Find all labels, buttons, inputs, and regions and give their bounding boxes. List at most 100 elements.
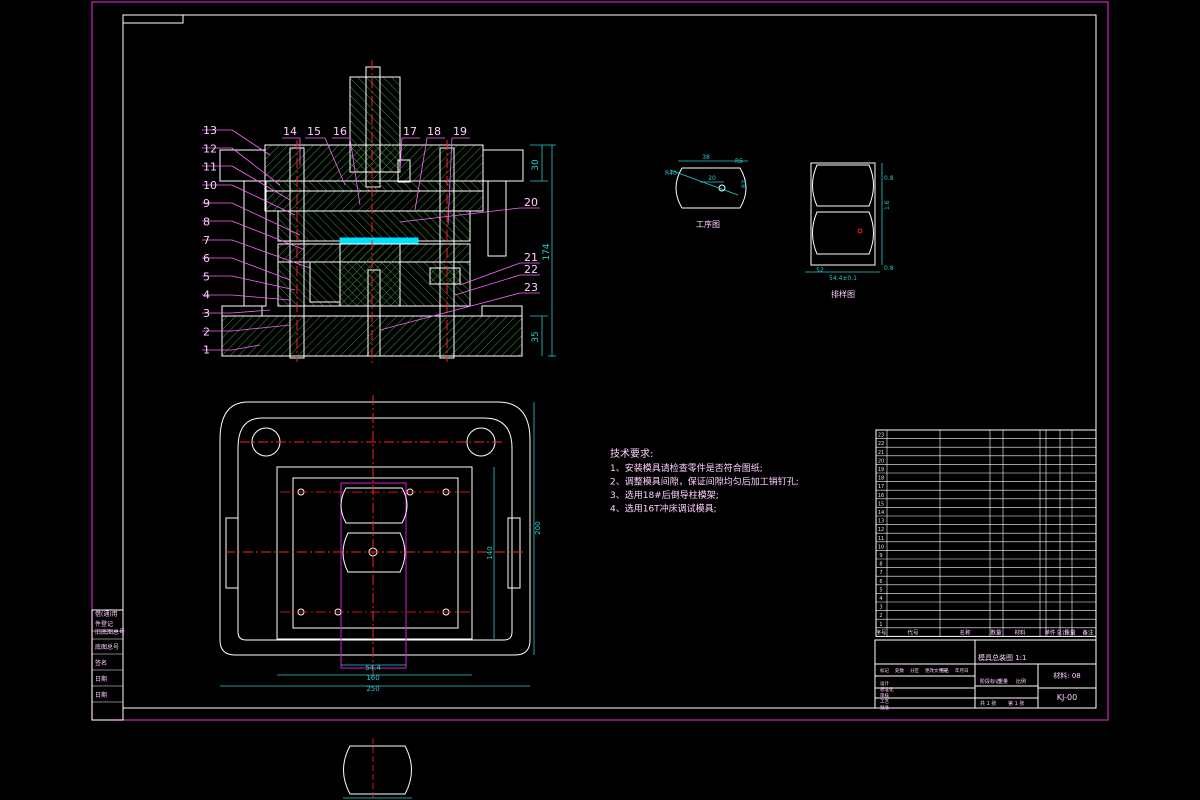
part-number-label: 4 (203, 289, 210, 302)
bom-row-number: 1 (879, 622, 882, 628)
title-row-label: 分区 (910, 667, 919, 674)
dim-label: 52 (816, 267, 824, 274)
bom-header-cell: 数量 (990, 628, 1002, 636)
part-number-label: 5 (203, 270, 210, 283)
dim-label: 160 (366, 674, 379, 682)
part-number-label: 16 (333, 125, 347, 138)
part-number-label: 23 (524, 281, 538, 294)
tech-item: 3、选用18#后倒导柱模架; (610, 489, 719, 501)
part-number-label: 20 (524, 196, 538, 209)
part-number-label: 22 (524, 263, 538, 276)
side-table-label: 底图总号 (95, 643, 119, 651)
bom-header-cell: 代号 (907, 628, 919, 636)
tech-item: 2、调整模具间隙，保证间隙均匀后加工销钉孔; (610, 476, 799, 488)
code-box (122, 14, 184, 24)
leaders-right (379, 207, 540, 331)
title-stage: 比例 (1016, 678, 1026, 685)
side-table-label: 日期 (95, 691, 107, 699)
bom-header-cell: 材料 (1014, 628, 1026, 636)
outer-frame (91, 1, 1109, 721)
side-table-label: 借(通)用 (95, 610, 118, 618)
bom-row-number: 16 (878, 493, 884, 499)
side-table-label: 旧底图总号 (95, 628, 125, 636)
bom-row-number: 7 (879, 570, 882, 576)
cyan-strip (339, 237, 419, 245)
part-number-label: 8 (203, 216, 210, 229)
title-row-label: 更改文件号 (925, 667, 948, 674)
title-main: 模具总装图 1:1 (978, 653, 1027, 662)
leaders-top (282, 137, 470, 226)
title-stage: 重量 (998, 678, 1008, 685)
detail-view (343, 738, 412, 800)
drawing-number: KJ-00 (1057, 693, 1077, 702)
title-row-label: 标记 (880, 667, 889, 674)
part-number-label: 14 (283, 125, 297, 138)
bom-header-cell: 总计 (1056, 628, 1068, 636)
bom-row-number: 13 (878, 519, 884, 525)
part-number-label: 3 (203, 307, 210, 320)
bom-row-number: 11 (878, 536, 884, 542)
view-title: 工序图 (696, 219, 720, 229)
bom-row-number: 10 (878, 544, 884, 550)
part-number-label: 19 (453, 125, 467, 138)
part-number-label: 1 (203, 344, 210, 357)
title-sheet: 第 1 张 (1008, 700, 1024, 707)
title-row-label: 签名 (940, 667, 949, 674)
dim-label: R40 (665, 170, 677, 177)
dim-label: 0.8 (884, 175, 894, 182)
dim-label: 30 (531, 159, 541, 171)
bom-row-number: 17 (878, 484, 884, 490)
dim-label: R2 (741, 180, 748, 188)
bom-row-number: 19 (878, 467, 884, 473)
bom-row-number: 5 (879, 587, 882, 593)
title-role: 工艺 (880, 699, 889, 705)
section-view (219, 60, 524, 365)
bom-row-number: 14 (878, 510, 884, 516)
left-side-table (91, 609, 124, 721)
bom-row-number: 18 (878, 476, 884, 482)
tech-item: 4、选用16T冲床调试模具; (610, 503, 717, 515)
bom-row-number: 15 (878, 501, 884, 507)
bom-header-cell: 备注 (1082, 628, 1094, 636)
bom-header-cell: 重量 (1064, 628, 1076, 636)
bom-row-number: 12 (878, 527, 884, 533)
bom-row-number: 6 (879, 579, 882, 585)
part-number-label: 9 (203, 197, 210, 210)
dim-label: 250 (366, 685, 379, 693)
part-number-label: 6 (203, 252, 210, 265)
title-role: 设计 (880, 680, 889, 687)
title-material: 材料: 08 (1053, 671, 1081, 680)
dim-label: 200 (534, 521, 542, 534)
plan-view (219, 395, 535, 687)
bom-row-number: 8 (879, 562, 882, 568)
bom-header-cell: 序号 (875, 628, 887, 636)
bom-row-number: 22 (878, 441, 884, 447)
title-row-label: 年月日 (955, 667, 969, 674)
title-role: 审核 (880, 692, 889, 699)
bom-row-number: 9 (879, 553, 882, 559)
bom-row-number: 23 (878, 433, 884, 439)
bom-header-cell: 单件 (1044, 628, 1056, 636)
dim-label: 0.8 (884, 265, 894, 272)
section-dims (530, 144, 556, 357)
side-table-label: 签名 (95, 659, 107, 667)
part-number-label: 2 (203, 325, 210, 338)
view-title: 排样图 (831, 289, 855, 299)
bom-header-cell: 名称 (959, 628, 971, 636)
part-number-label: 18 (427, 125, 441, 138)
title-stage: 阶段标记 (980, 678, 1000, 685)
title-sheet: 共 1 张 (980, 700, 996, 707)
layout-view (805, 162, 883, 273)
dim-label: 54.4±0.1 (829, 275, 857, 282)
bom-table (875, 429, 1097, 637)
tech-item: 1、安装模具请检查零件是否符合图纸; (610, 462, 763, 474)
side-table-label: 日期 (95, 675, 107, 683)
part-number-label: 21 (524, 251, 538, 264)
part-number-label: 13 (203, 124, 217, 137)
dim-label: 1.6 (884, 200, 891, 210)
workpiece-view (669, 160, 748, 209)
title-role: 批准 (880, 704, 889, 711)
bom-row-number: 21 (878, 450, 884, 456)
part-number-label: 7 (203, 234, 210, 247)
